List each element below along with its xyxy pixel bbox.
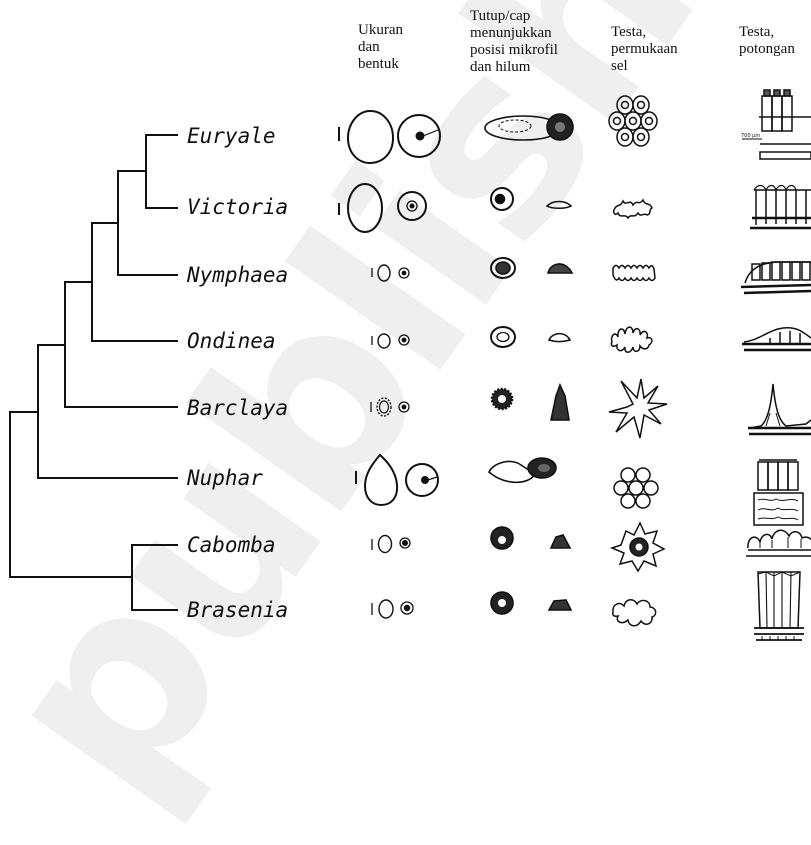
testa-section-barclaya — [748, 384, 811, 434]
taxon-label-barclaya: Barclaya — [187, 396, 288, 420]
testa-section-column: 700 µm — [741, 90, 811, 640]
column-header-size-shape: Ukuran dan bentuk — [358, 22, 438, 73]
testa-surface-barclaya — [609, 379, 667, 438]
testa-section-euryale: 700 µm — [741, 90, 811, 159]
taxon-label-nuphar: Nuphar — [187, 466, 263, 490]
seed-cap-column — [485, 114, 573, 614]
scale-bar-label: 700 µm — [741, 133, 760, 139]
cladogram-tree — [10, 135, 177, 610]
testa-section-cabomba — [746, 530, 811, 556]
seed-size-shape-column — [339, 111, 440, 618]
testa-section-ondinea — [742, 328, 811, 350]
testa-surface-column — [609, 96, 667, 626]
column-header-cap: Tutup/cap menunjukkan posisi mikrofil da… — [470, 8, 588, 76]
column-header-testa-surface: Testa, permukaan sel — [611, 24, 706, 75]
testa-surface-nymphaea — [613, 266, 655, 281]
taxon-label-victoria: Victoria — [187, 195, 288, 219]
testa-surface-ondinea — [611, 327, 652, 352]
testa-section-nymphaea — [741, 262, 811, 293]
testa-surface-euryale — [609, 96, 657, 146]
figure-drawings: 700 µm — [0, 0, 811, 660]
testa-surface-nuphar — [614, 468, 658, 508]
taxon-label-ondinea: Ondinea — [187, 329, 276, 353]
testa-surface-brasenia — [613, 600, 656, 626]
taxon-label-cabomba: Cabomba — [187, 533, 276, 557]
taxon-label-brasenia: Brasenia — [187, 598, 288, 622]
column-header-testa-section: Testa, potongan — [739, 24, 811, 58]
testa-section-victoria — [750, 186, 811, 229]
testa-surface-victoria — [614, 200, 652, 218]
taxon-label-euryale: Euryale — [187, 124, 276, 148]
testa-section-nuphar — [754, 460, 803, 525]
taxon-label-nymphaea: Nymphaea — [187, 263, 288, 287]
testa-section-brasenia — [754, 572, 804, 640]
